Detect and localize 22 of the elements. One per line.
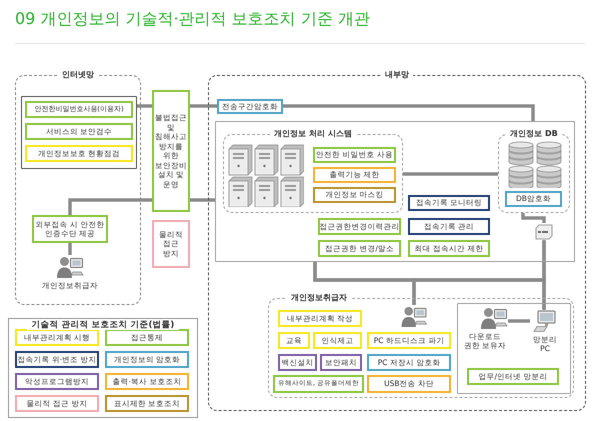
framed-panel (457, 303, 571, 394)
group-title: 개인정보 DB (506, 129, 562, 139)
group-title: 개인정보 처리 시스템 (270, 129, 356, 139)
connector-line (521, 213, 546, 223)
legend-title: 기술적 관리적 보호조치 기준(법률) (26, 320, 180, 330)
connector-line (403, 172, 498, 176)
connector-line (508, 319, 530, 323)
group-title: 인터넷망 (58, 70, 98, 80)
group-title: 내부망 (381, 70, 413, 80)
connector-line (190, 104, 217, 108)
person-computer-icon (400, 305, 428, 327)
connector-line (137, 104, 152, 108)
connector-line (68, 198, 152, 215)
connector-line (68, 243, 72, 255)
connector-line (190, 198, 215, 202)
framed-panel (21, 96, 137, 169)
storage-device-icon (535, 223, 553, 240)
connector-line (283, 104, 535, 121)
framed-panel (215, 121, 575, 262)
diagram-title: 09 개인정보의 기술적·관리적 보호조치 기준 개관 (15, 9, 370, 29)
group-title: 개인정보취급자 (287, 293, 351, 303)
connector-line (542, 240, 546, 310)
